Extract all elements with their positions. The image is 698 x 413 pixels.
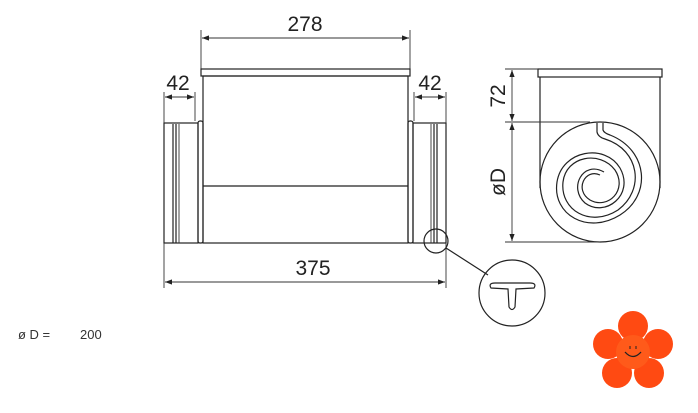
end-view: 72 øD bbox=[487, 68, 663, 243]
dim-diameter-label: øD bbox=[487, 168, 510, 196]
left-collar bbox=[163, 122, 199, 244]
dim-bottom-label: 375 bbox=[295, 257, 330, 280]
heating-coil bbox=[556, 123, 642, 224]
side-view: 278 42 42 375 bbox=[163, 13, 546, 327]
dim-left-label: 42 bbox=[166, 72, 189, 95]
top-rail bbox=[200, 68, 411, 77]
right-collar bbox=[412, 122, 447, 244]
dim-top-label: 278 bbox=[287, 13, 322, 36]
duct-circle bbox=[539, 121, 661, 243]
flower-mascot-icon bbox=[593, 311, 673, 388]
spec-label: ø D = bbox=[18, 327, 51, 342]
body bbox=[202, 75, 409, 244]
spec-value: 200 bbox=[80, 327, 102, 342]
t-profile-detail bbox=[478, 259, 546, 327]
dim-right-label: 42 bbox=[418, 72, 441, 95]
dim-height-label: 72 bbox=[487, 84, 510, 107]
detail-marker bbox=[423, 228, 449, 254]
